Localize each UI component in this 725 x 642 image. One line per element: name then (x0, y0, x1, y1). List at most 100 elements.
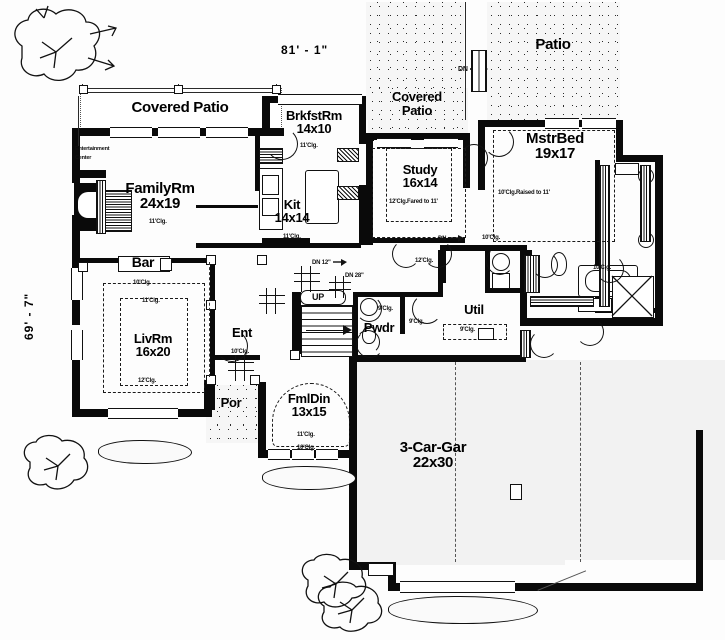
mcloset-bench (615, 163, 639, 175)
door-swing-study-1 (392, 240, 420, 268)
ceiling-note-livrm-outer: 10'Clg. (133, 280, 152, 286)
grid-symbol-2 (228, 355, 254, 381)
ceiling-note-mbath: 10'Clg. (482, 235, 501, 241)
ceiling-note-brkfst: 11'Clg. (300, 143, 318, 149)
entertainment-center-label-1: Entertainment (75, 146, 110, 152)
window-gar-side-2 (510, 484, 522, 500)
window-study-north-1 (377, 138, 411, 148)
window-study-north-2 (424, 138, 458, 148)
kitchen-counter-line (196, 205, 258, 208)
door-swing-cov-patio (460, 144, 488, 172)
window-din-south-3 (316, 449, 338, 460)
entertainment-center-label-2: Center (75, 155, 92, 161)
tree-left-lower (23, 434, 89, 490)
wall-gar-bottom2 (388, 583, 703, 591)
bush-front-liv (98, 440, 192, 464)
dn-patio-label: DN (458, 66, 468, 73)
wall-int-mcloset (595, 160, 600, 310)
room-label-fmldin: FmlDin 13x15 (287, 391, 331, 420)
room-label-pwdr: Pwdr (363, 320, 395, 335)
wall-ext-por-left (204, 380, 211, 417)
kitchen-pantry-hatch (337, 148, 359, 162)
ceiling-note-livrm-mid: 11'Clg. (142, 298, 160, 304)
room-label-ent: Ent (231, 325, 253, 340)
wall-gar-jog (388, 562, 396, 591)
tree-bottom-1 (301, 553, 367, 608)
window-gar-side (368, 563, 394, 576)
front-walk-fill (206, 425, 258, 443)
stair-up-label-box (300, 290, 346, 305)
dn-12-label: DN 12" (312, 260, 331, 266)
ceiling-note-study: 12'Clg.Fared to 11' (389, 199, 438, 205)
grid-symbol-1 (259, 288, 285, 314)
grid-symbol-4 (329, 276, 351, 298)
wall-ext-mstr-right (616, 120, 623, 160)
window-mstr-north-2 (582, 118, 616, 129)
ceiling-note-family: 11'Clg. (149, 219, 167, 225)
livrm-ceiling-tray-outer (103, 283, 205, 393)
ceiling-note-fmldin-10: 10'Clg. (297, 445, 316, 451)
room-label-kit: Kit 14x14 (274, 197, 310, 226)
wall-int-brkfst-bot (262, 238, 310, 243)
wall-int-mbath-h (485, 288, 531, 293)
mbath-shower-x (611, 275, 653, 317)
wall-gar-left (349, 355, 357, 570)
garage-apron (455, 360, 725, 560)
dim-line-left-vertical (78, 96, 79, 146)
mcloset-shelf-left (599, 165, 610, 307)
bush-front-din (262, 466, 356, 490)
wall-util-top (440, 245, 527, 251)
hearth-hatch (96, 180, 106, 234)
dim-marker-c (272, 85, 281, 94)
room-label-study: Study 16x14 (402, 162, 438, 191)
ceiling-note-livrm: 12'Clg. (138, 378, 157, 384)
entertainment-center-block (74, 170, 106, 178)
door-swing-study-2 (424, 240, 452, 268)
wall-int-hall-v (438, 250, 443, 295)
window-gar-door (400, 581, 515, 593)
fireplace-opening (78, 192, 96, 218)
door-swing-mcloset (596, 255, 624, 283)
wall-din-left (258, 382, 266, 457)
dim-marker-a (79, 85, 88, 94)
ceiling-note-util: 9'Clg. (460, 327, 475, 333)
util-sink (478, 328, 494, 340)
wall-int-pwdr-left (353, 292, 358, 357)
room-label-family: FamilyRm 24x19 (125, 180, 195, 213)
stair-direction-line (306, 330, 346, 332)
wall-tick-2 (206, 300, 216, 310)
wall-int-liv-right (210, 258, 215, 410)
room-label-patio: Patio (535, 36, 571, 53)
overall-width-dim: 81' - 1" (281, 43, 329, 57)
window-family-north-3 (206, 127, 248, 138)
window-family-north-1 (110, 127, 152, 138)
wall-int-kit-bottom (196, 243, 361, 248)
window-family-north-2 (158, 127, 200, 138)
dn-right-label: DN (438, 236, 447, 242)
mcloset-shelf-right (640, 165, 651, 242)
covered-patio-mid-fill (368, 88, 468, 136)
ceiling-note-mstr-hall: 10'Clg. (593, 265, 612, 271)
wall-tick-6 (78, 262, 88, 272)
wall-ext-fam-left2 (72, 215, 80, 255)
dim-marker-b (174, 85, 183, 94)
wall-int-stair-left (296, 292, 301, 354)
wall-tick-1 (206, 255, 216, 265)
window-din-south-2 (292, 449, 314, 460)
wall-cov-patio-mid-top (366, 133, 470, 140)
kitchen-island (305, 170, 339, 224)
window-liv-west-1 (71, 268, 83, 300)
tree-bottom-2 (317, 581, 383, 632)
wall-ext-fam-left (72, 128, 80, 183)
window-brkfst-north (278, 94, 362, 105)
garage-slab-outline (455, 362, 696, 562)
room-label-util: Util (464, 302, 484, 317)
kitchen-range (262, 198, 279, 216)
room-label-por: Por (220, 395, 242, 410)
ceiling-note-pwdr: 9'Clg. (378, 306, 393, 312)
wall-ext-mbath-right (655, 155, 663, 325)
door-swing-util (412, 294, 442, 324)
wall-ext-liv-left2 (72, 355, 80, 417)
door-swing-pwdr (356, 296, 382, 322)
